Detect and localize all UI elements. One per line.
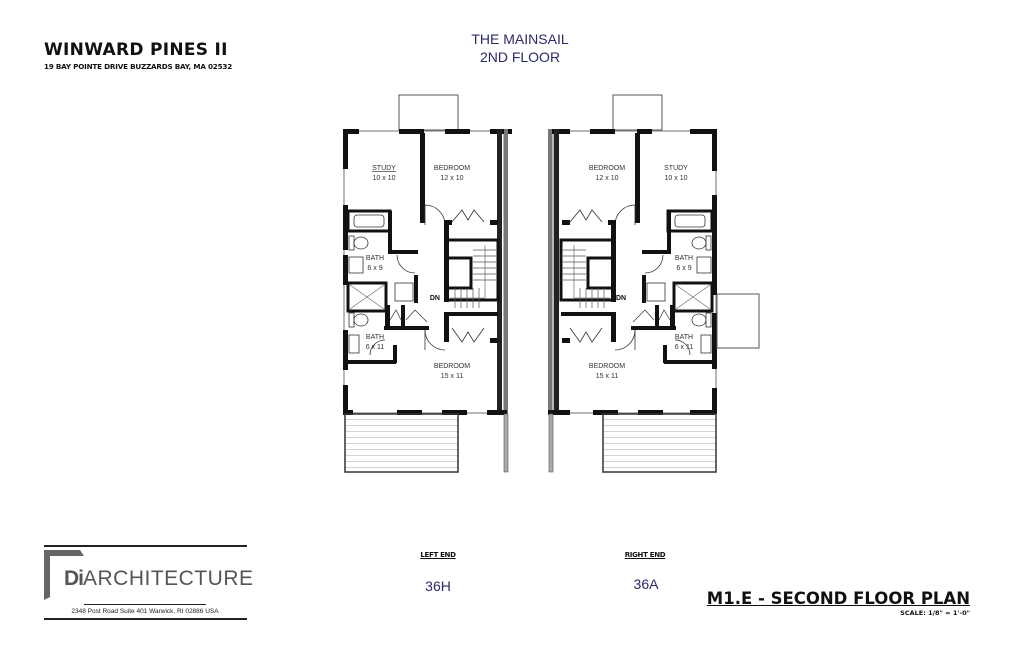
svg-text:STUDY: STUDY xyxy=(664,165,688,172)
left-end-label: LEFT END xyxy=(420,551,456,559)
svg-text:10 x 10: 10 x 10 xyxy=(665,175,688,182)
right-end-label: RIGHT END xyxy=(624,551,666,559)
svg-text:BEDROOM: BEDROOM xyxy=(589,165,625,172)
sheet-scale: SCALE: 1/8" = 1'-0" xyxy=(900,609,970,617)
svg-text:BEDROOM: BEDROOM xyxy=(434,363,470,370)
left-unit-plan: STUDY 10 x 10 BEDROOM 12 x 10 BATH 6 x 9… xyxy=(343,94,512,473)
architect-address: 2348 Post Road Suite 401 Warwick, RI 028… xyxy=(71,608,219,615)
left-unit-number: 36H xyxy=(425,578,451,594)
svg-text:6 x 9: 6 x 9 xyxy=(367,265,382,272)
svg-text:6 x 11: 6 x 11 xyxy=(366,344,385,351)
svg-text:BATH: BATH xyxy=(366,255,384,262)
logo-address-rule xyxy=(84,604,206,605)
right-unit-plan: BEDROOM 12 x 10 STUDY 10 x 10 BATH 6 x 9… xyxy=(548,94,760,473)
svg-text:BATH: BATH xyxy=(675,334,693,341)
svg-text:6 x 11: 6 x 11 xyxy=(675,344,694,351)
project-address: 19 BAY POINTE DRIVE BUZZARDS BAY, MA 025… xyxy=(44,62,232,71)
logo-word-text: ARCHITECTURE xyxy=(83,567,254,590)
sheet-title: M1.E - SECOND FLOOR PLAN xyxy=(706,589,970,608)
svg-text:6 x 9: 6 x 9 xyxy=(676,265,691,272)
svg-text:BATH: BATH xyxy=(675,255,693,262)
architect-logo: DiARCHITECTURE xyxy=(64,567,254,591)
svg-text:10 x 10: 10 x 10 xyxy=(373,175,396,182)
svg-text:12 x 10: 12 x 10 xyxy=(441,175,464,182)
logo-top-rule xyxy=(44,545,247,547)
svg-text:BEDROOM: BEDROOM xyxy=(434,165,470,172)
svg-text:DN: DN xyxy=(616,295,626,302)
svg-text:STUDY: STUDY xyxy=(372,165,396,172)
svg-text:DN: DN xyxy=(430,295,440,302)
logo-bottom-rule xyxy=(44,618,247,620)
svg-text:BATH: BATH xyxy=(366,334,384,341)
svg-text:15 x 11: 15 x 11 xyxy=(441,373,464,380)
svg-text:BEDROOM: BEDROOM xyxy=(589,363,625,370)
project-name: WINWARD PINES II xyxy=(44,40,228,60)
plan-model-name: THE MAINSAIL xyxy=(471,31,569,47)
plan-floor-name: 2ND FLOOR xyxy=(479,49,561,65)
svg-text:12 x 10: 12 x 10 xyxy=(596,175,619,182)
logo-mark-text: Di xyxy=(64,567,84,590)
right-unit-number: 36A xyxy=(633,576,659,592)
architect-logo-mark xyxy=(44,550,84,600)
svg-text:15 x 11: 15 x 11 xyxy=(596,373,619,380)
